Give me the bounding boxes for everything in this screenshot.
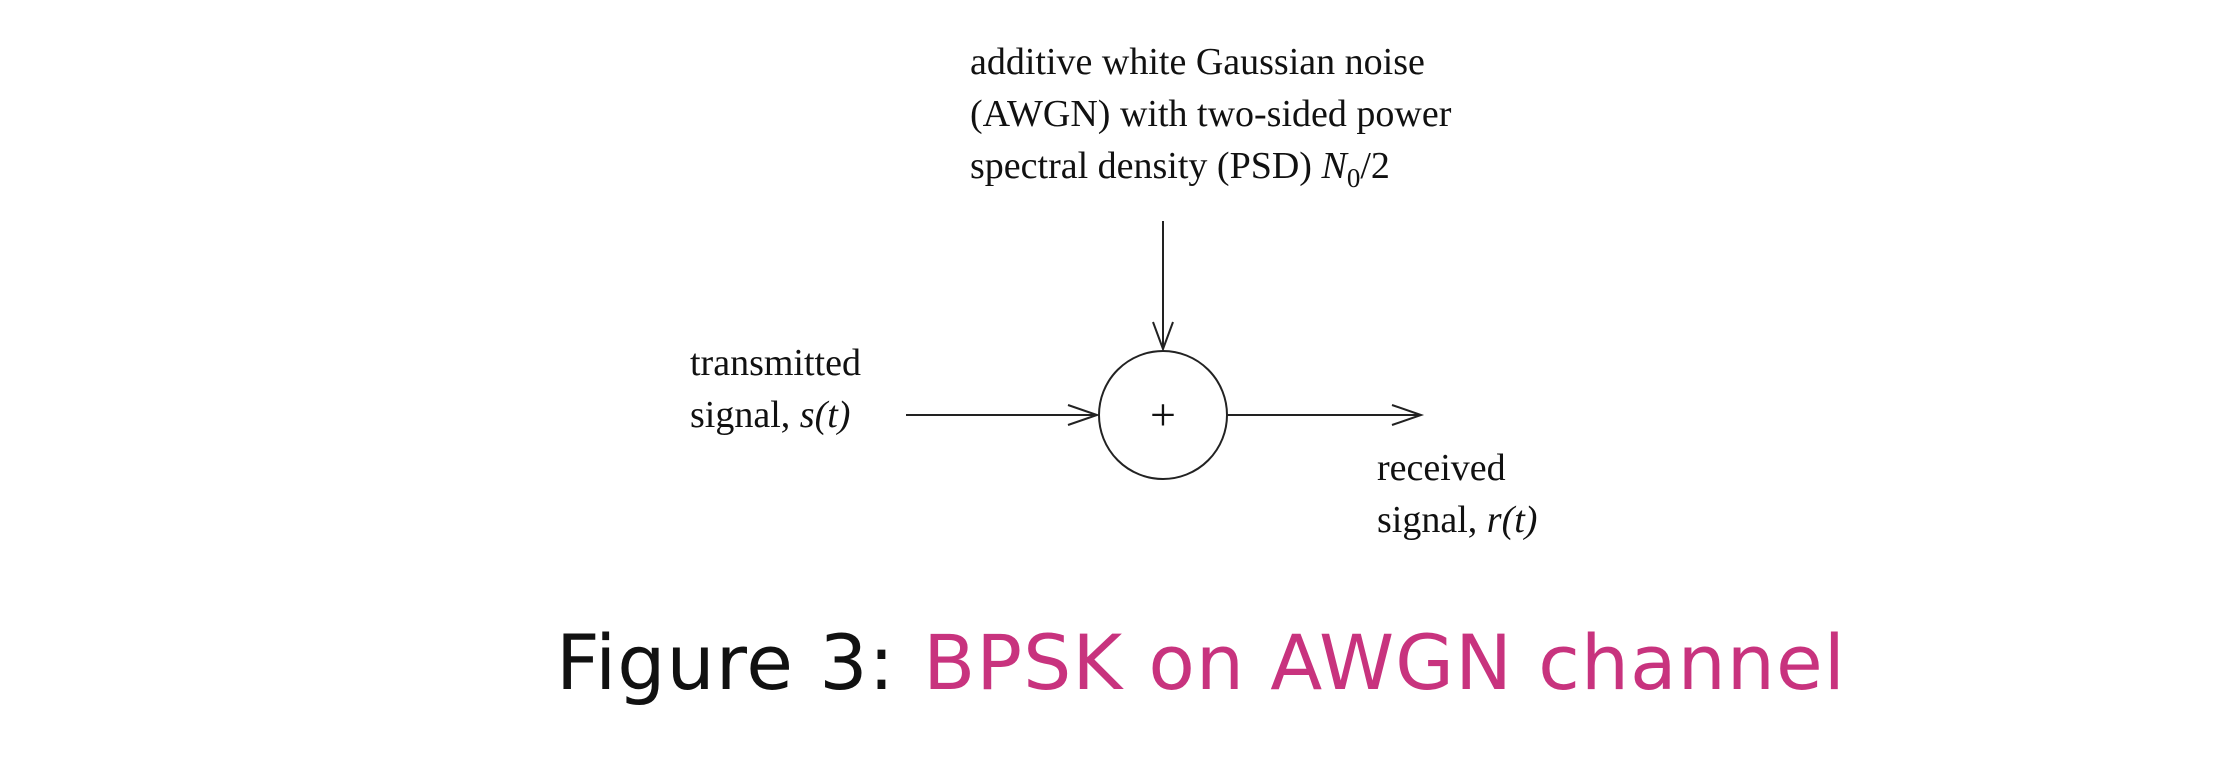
adder-symbol: +	[1150, 389, 1176, 440]
tx-symbol: s(t)	[799, 394, 851, 436]
figure-caption: Figure 3: BPSK on AWGN channel	[556, 618, 1846, 708]
tx-label-line: transmitted	[690, 342, 861, 384]
noise-label-text: spectral density (PSD)	[970, 145, 1322, 187]
transmitted-signal-label: transmitted signal, s(t)	[690, 337, 861, 441]
noise-label-line: (AWGN) with two-sided power	[970, 93, 1452, 135]
psd-subscript: 0	[1346, 163, 1361, 193]
noise-source-label: additive white Gaussian noise (AWGN) wit…	[970, 36, 1451, 192]
rx-label-line: signal, r(t)	[1377, 494, 1537, 546]
output-arrow	[1227, 404, 1425, 426]
noise-label-line: additive white Gaussian noise	[970, 41, 1425, 83]
received-signal-label: received signal, r(t)	[1377, 442, 1537, 546]
tx-label-line: signal, s(t)	[690, 389, 861, 441]
psd-symbol: N	[1321, 145, 1347, 187]
noise-label-line: spectral density (PSD) N0/2	[970, 140, 1451, 192]
caption-separator: :	[868, 618, 896, 707]
caption-number: Figure 3	[556, 618, 869, 707]
rx-label-text: signal,	[1377, 499, 1487, 541]
rx-label-line: received	[1377, 447, 1506, 489]
tx-label-text: signal,	[690, 394, 800, 436]
psd-suffix: /2	[1360, 145, 1390, 187]
input-arrow	[906, 404, 1101, 426]
noise-arrow	[1152, 221, 1174, 352]
caption-title: BPSK on AWGN channel	[923, 618, 1846, 707]
rx-symbol: r(t)	[1486, 499, 1538, 541]
